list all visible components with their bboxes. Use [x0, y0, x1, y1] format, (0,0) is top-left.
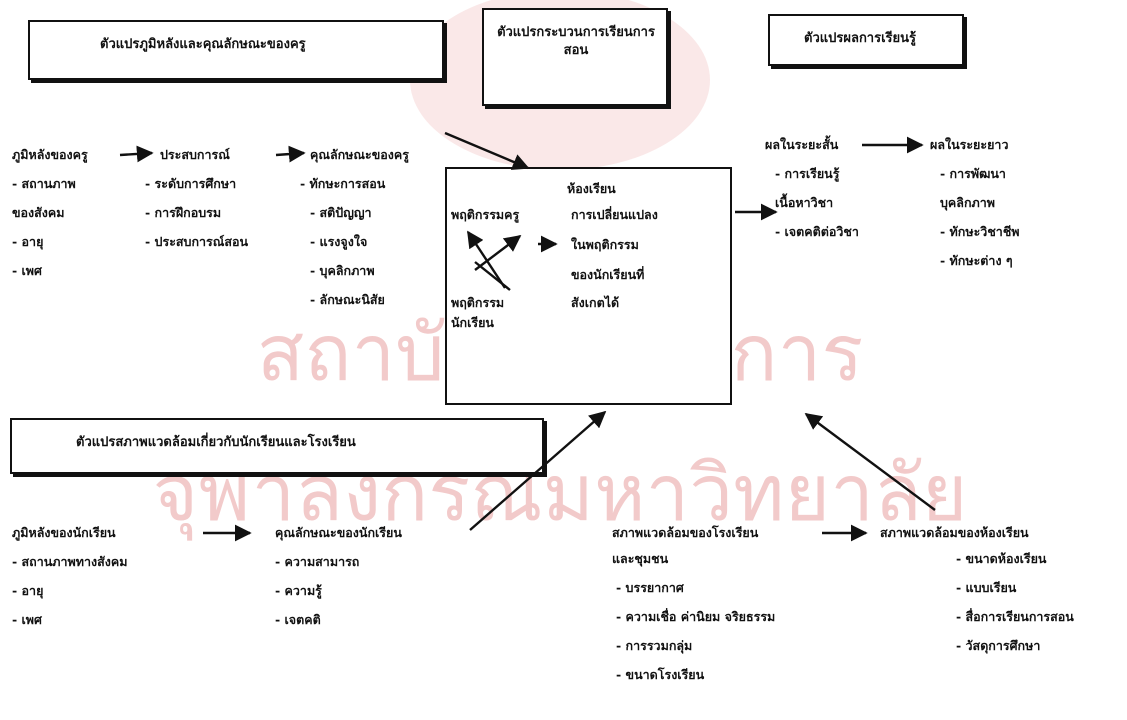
outcome-variables-box: ตัวแปรผลการเรียนรู้ — [768, 14, 964, 66]
list-item: - ความรู้ — [275, 583, 322, 598]
list-item: เนื้อหาวิชา — [775, 195, 834, 210]
student-traits-col: คุณลักษณะของนักเรียน - ความสามารถ - ความ… — [275, 525, 402, 641]
list-item: - อายุ — [12, 583, 44, 598]
list-item: - เจตคติต่อวิชา — [775, 224, 859, 239]
arrow-traits-to-classroom — [444, 131, 530, 170]
environment-variables-box: ตัวแปรสภาพแวดล้อมเกี่ยวกับนักเรียนและโรง… — [10, 418, 544, 474]
classroom-title: ห้องเรียน — [567, 181, 616, 196]
list-item: - แรงจูงใจ — [310, 234, 368, 249]
list-item: - ขนาดโรงเรียน — [616, 667, 705, 682]
outcome-variables-title: ตัวแปรผลการเรียนรู้ — [804, 31, 917, 46]
change-4: สังเกตได้ — [571, 295, 620, 310]
outcome-long-col: ผลในระยะยาว - การพัฒนา บุคลิกภาพ - ทักษะ… — [930, 137, 1020, 282]
environment-variables-title: ตัวแปรสภาพแวดล้อมเกี่ยวกับนักเรียนและโรง… — [76, 435, 356, 450]
student-background-head: ภูมิหลังของนักเรียน — [12, 525, 116, 540]
change-3: ของนักเรียนที่ — [571, 267, 645, 282]
teacher-variables-box: ตัวแปรภูมิหลังและคุณลักษณะของครู — [28, 20, 444, 80]
process-variables-title: ตัวแปรกระบวนการเรียนการสอน — [497, 25, 655, 58]
student-traits-head: คุณลักษณะของนักเรียน — [275, 525, 402, 540]
list-item: - สถานภาพทางสังคม — [12, 554, 128, 569]
list-item: - ความเชื่อ ค่านิยม จริยธรรม — [616, 609, 776, 624]
list-item: - การฝึกอบรม — [145, 205, 222, 220]
outcome-short-head: ผลในระยะสั้น — [765, 137, 839, 152]
teacher-variables-title: ตัวแปรภูมิหลังและคุณลักษณะของครู — [100, 37, 306, 52]
teacher-behavior: พฤติกรรมครู — [451, 207, 520, 222]
teacher-traits-col: คุณลักษณะของครู - ทักษะการสอน - สติปัญญา… — [300, 147, 409, 321]
teacher-experience-col: ประสบการณ์ - ระดับการศึกษา - การฝึกอบรม … — [145, 147, 248, 263]
classroom-env-col: สภาพแวดล้อมของห้องเรียน - ขนาดห้องเรียน … — [880, 525, 1074, 667]
teacher-experience-head: ประสบการณ์ — [160, 147, 230, 162]
list-item: ของสังคม — [12, 205, 65, 220]
list-item: - บรรยากาศ — [616, 580, 684, 595]
list-item: - เพศ — [12, 263, 42, 278]
list-item: และชุมชน — [612, 551, 669, 566]
list-item: - การเรียนรู้ — [775, 166, 840, 181]
list-item: - สื่อการเรียนการสอน — [956, 609, 1074, 624]
teacher-background-col: ภูมิหลังของครู - สถานภาพ ของสังคม - อายุ… — [12, 147, 88, 292]
list-item: - ทักษะการสอน — [300, 176, 386, 191]
outcome-short-col: ผลในระยะสั้น - การเรียนรู้ เนื้อหาวิชา -… — [765, 137, 859, 253]
student-background-col: ภูมิหลังของนักเรียน - สถานภาพทางสังคม - … — [12, 525, 128, 641]
list-item: - บุคลิกภาพ — [310, 263, 375, 278]
list-item: - ลักษณะนิสัย — [310, 292, 385, 307]
process-variables-box: ตัวแปรกระบวนการเรียนการสอน — [482, 8, 668, 106]
list-item: - ความสามารถ — [275, 554, 360, 569]
list-item: - แบบเรียน — [956, 580, 1017, 595]
list-item: - ประสบการณ์สอน — [145, 234, 249, 249]
classroom-box: ห้องเรียน พฤติกรรมครู พฤติกรรม นักเรียน … — [445, 167, 732, 405]
change-2: ในพฤติกรรม — [571, 237, 639, 252]
school-env-head: สภาพแวดล้อมของโรงเรียน — [612, 525, 759, 540]
student-behavior-1: พฤติกรรม — [451, 295, 505, 310]
list-item: - อายุ — [12, 234, 44, 249]
outcome-long-head: ผลในระยะยาว — [930, 137, 1009, 152]
arrow-classroom-env-to-classroom — [804, 412, 936, 511]
list-item: - ระดับการศึกษา — [145, 176, 237, 191]
list-item: - วัสดุการศึกษา — [956, 638, 1041, 653]
list-item: - ขนาดห้องเรียน — [956, 551, 1047, 566]
list-item: - ทักษะวิชาชีพ — [940, 224, 1020, 239]
list-item: บุคลิกภาพ — [940, 195, 996, 210]
school-env-col: สภาพแวดล้อมของโรงเรียน และชุมชน - บรรยาก… — [612, 525, 775, 696]
list-item: - การรวมกลุ่ม — [616, 638, 693, 653]
list-item: - เพศ — [12, 612, 42, 627]
student-behavior-2: นักเรียน — [451, 315, 494, 330]
list-item: - สถานภาพ — [12, 176, 76, 191]
list-item: - การพัฒนา — [940, 166, 1006, 181]
change-1: การเปลี่ยนแปลง — [571, 207, 658, 222]
teacher-background-head: ภูมิหลังของครู — [12, 147, 88, 162]
teacher-traits-head: คุณลักษณะของครู — [310, 147, 409, 162]
list-item: - เจตคติ — [275, 612, 321, 627]
classroom-env-head: สภาพแวดล้อมของห้องเรียน — [880, 525, 1029, 540]
list-item: - สติปัญญา — [310, 205, 372, 220]
list-item: - ทักษะต่าง ๆ — [940, 253, 1013, 268]
